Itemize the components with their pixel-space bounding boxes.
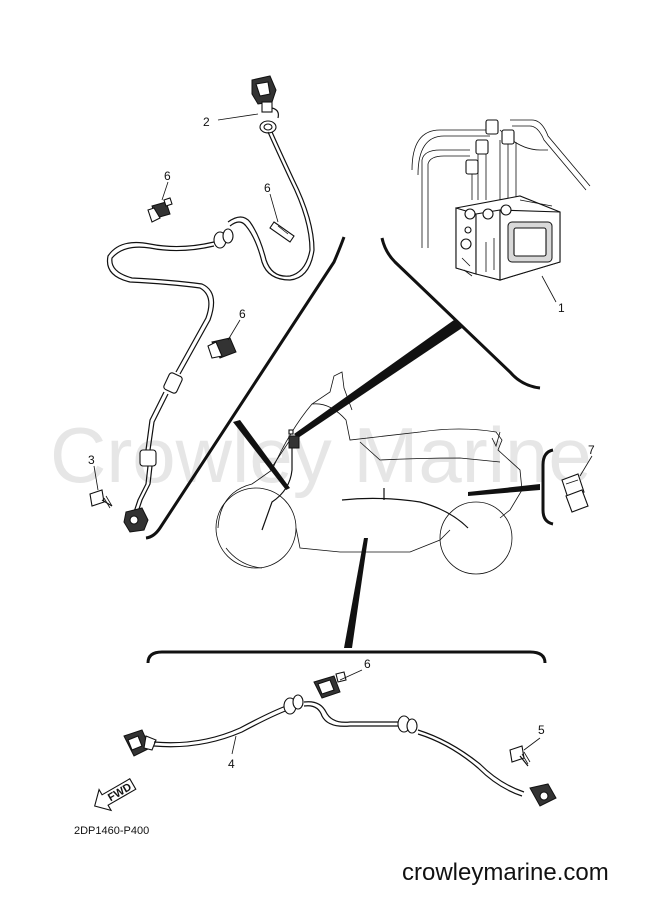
leader-2 bbox=[217, 113, 259, 121]
motorcycle-outline bbox=[215, 371, 523, 575]
leader-wedge-front bbox=[233, 420, 290, 490]
fwd-label: FWD bbox=[106, 781, 134, 804]
callout-4: 4 bbox=[228, 757, 235, 771]
callout-6c: 6 bbox=[239, 307, 246, 321]
clamp-front-lower bbox=[207, 337, 237, 359]
callout-1: 1 bbox=[558, 301, 565, 315]
abs-hydraulic-unit bbox=[411, 119, 591, 281]
website-footer: crowleymarine.com bbox=[402, 859, 609, 886]
callout-6b: 6 bbox=[264, 181, 271, 195]
clamp-front-upper bbox=[147, 197, 173, 223]
leader-wedge-abs bbox=[294, 320, 462, 438]
abs-unit-bracket bbox=[380, 237, 541, 390]
rear-sensor-bracket bbox=[146, 650, 547, 664]
connector-bracket bbox=[541, 448, 554, 526]
callout-5: 5 bbox=[538, 723, 545, 737]
part-code: 2DP1460-P400 bbox=[74, 825, 149, 837]
leader-6a bbox=[161, 181, 169, 201]
callout-6d: 6 bbox=[364, 657, 371, 671]
callout-6a: 6 bbox=[164, 169, 171, 183]
callout-3: 3 bbox=[88, 453, 95, 467]
leader-6b bbox=[269, 193, 279, 223]
front-wheel-sensor-lead bbox=[106, 75, 315, 533]
bolt-rear bbox=[509, 745, 531, 767]
connector-7 bbox=[561, 473, 589, 513]
bolt-front bbox=[89, 489, 113, 509]
clamp-front-cable bbox=[269, 221, 295, 243]
rear-wheel-sensor-lead bbox=[123, 694, 557, 807]
front-sensor-bracket bbox=[145, 236, 346, 540]
leader-4 bbox=[231, 735, 237, 755]
leader-1 bbox=[541, 275, 557, 303]
leader-7 bbox=[579, 455, 593, 477]
clamp-rear bbox=[313, 671, 347, 699]
leader-6c bbox=[227, 319, 241, 341]
callout-7: 7 bbox=[588, 443, 595, 457]
watermark: Crowley Marine bbox=[50, 411, 592, 499]
leader-5 bbox=[523, 737, 541, 751]
leader-6d bbox=[339, 669, 363, 681]
callout-2: 2 bbox=[203, 115, 210, 129]
fwd-arrow-icon: FWD bbox=[94, 778, 137, 812]
leader-3 bbox=[93, 465, 99, 491]
leader-wedge-rear bbox=[344, 538, 368, 648]
